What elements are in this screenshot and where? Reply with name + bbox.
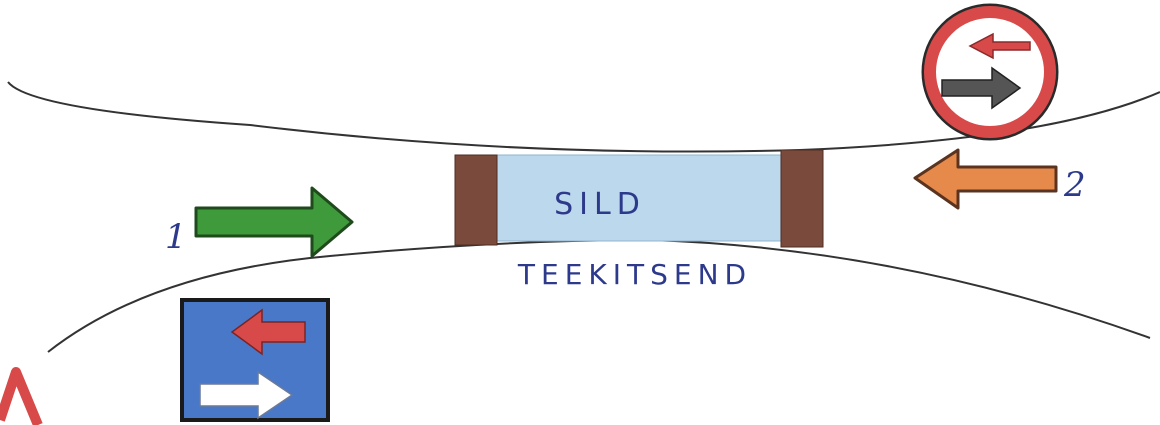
- direction-2-arrow-icon: [915, 150, 1056, 208]
- direction-2-group: 2: [915, 150, 1086, 208]
- direction-1-group: 1: [165, 188, 352, 257]
- direction-2-label: 2: [1063, 165, 1086, 205]
- narrowing-label: TEEKITSEND: [517, 258, 752, 291]
- give-way-to-oncoming-sign-icon: [923, 5, 1057, 139]
- direction-1-arrow-icon: [196, 188, 352, 256]
- bridge-label: SILD: [554, 187, 646, 222]
- bridge: SILD: [455, 150, 823, 247]
- bridge-pillar-right: [781, 150, 823, 247]
- priority-over-oncoming-sign-icon: [182, 300, 328, 420]
- warning-triangle-sign-icon: [0, 372, 38, 425]
- bridge-pillar-left: [455, 155, 497, 245]
- direction-1-label: 1: [165, 217, 187, 257]
